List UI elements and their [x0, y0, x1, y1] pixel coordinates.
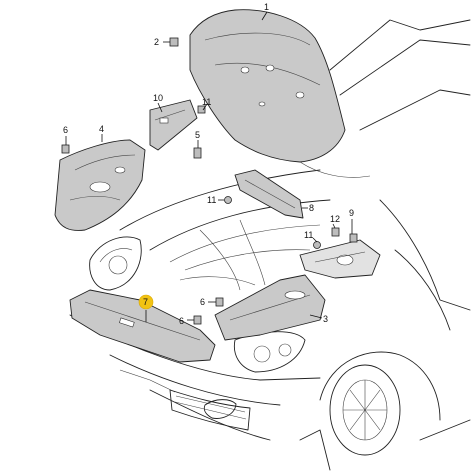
clip-part-11-b [224, 196, 232, 204]
clip-part-6-c [193, 315, 202, 325]
leader-lines [65, 11, 353, 322]
part-7-front-panel [69, 289, 216, 363]
callout-5: 5 [195, 130, 200, 140]
clip-part-12 [331, 227, 340, 237]
callout-11-top: 11 [202, 97, 211, 107]
callout-labels: 1 2 3 4 5 6 6 6 7 8 9 10 11 11 11 12 [63, 2, 354, 326]
callout-9: 9 [349, 208, 354, 218]
clip-part-2 [169, 37, 179, 47]
callout-4: 4 [99, 124, 104, 134]
callout-7-highlight-marker [138, 294, 154, 310]
part-3-right-cover [214, 274, 326, 341]
callout-2: 2 [154, 37, 159, 47]
car-body-outline [69, 19, 471, 471]
callout-3: 3 [323, 314, 328, 324]
part-8-seal [234, 169, 304, 219]
callout-1: 1 [264, 2, 269, 12]
clip-part-11-c [313, 241, 321, 249]
clip-part-6-a [61, 144, 70, 154]
part-1-hood-insulator [189, 9, 371, 178]
fastener-clips [61, 37, 358, 325]
part-10-bracket [149, 99, 198, 151]
callout-7: 7 [143, 297, 148, 307]
part-9-lock-panel [299, 239, 381, 279]
callout-11-middle: 11 [207, 195, 216, 205]
clip-part-5 [193, 147, 202, 159]
callout-8: 8 [309, 203, 314, 213]
callout-6-center: 6 [200, 297, 205, 307]
clip-part-11-a [197, 105, 206, 114]
part-4-left-panel [54, 139, 146, 231]
clip-part-9-clip [349, 233, 358, 243]
callout-10: 10 [153, 93, 163, 103]
callout-6-lower: 6 [179, 316, 184, 326]
clip-part-6-b [215, 297, 224, 307]
callout-6-left: 6 [63, 125, 68, 135]
callout-12: 12 [330, 214, 340, 224]
callout-11-right: 11 [304, 230, 313, 240]
